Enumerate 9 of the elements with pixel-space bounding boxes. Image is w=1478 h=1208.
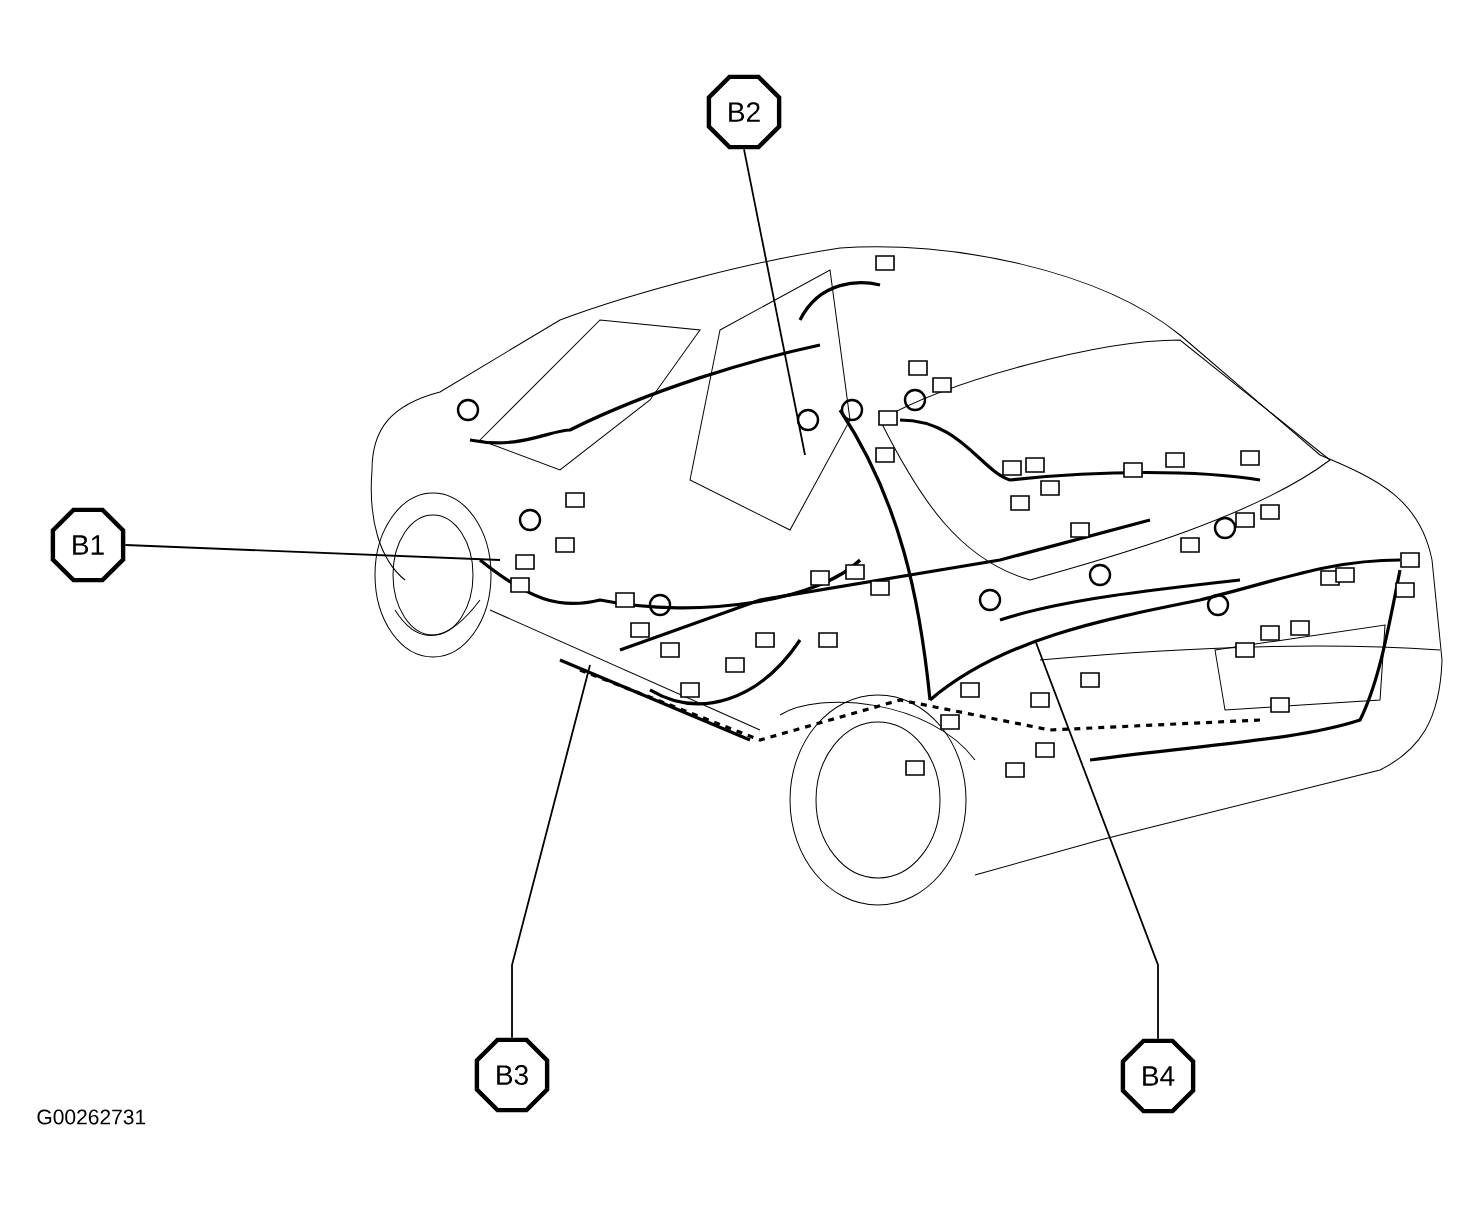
callout-octagon: B4 bbox=[1120, 1038, 1196, 1114]
callout-octagon: B3 bbox=[474, 1037, 550, 1113]
leader-line bbox=[1034, 639, 1159, 1040]
callout-octagon: B2 bbox=[706, 74, 782, 150]
leader-line bbox=[743, 148, 806, 456]
callout-octagon: B1 bbox=[50, 507, 126, 583]
leader-line bbox=[124, 544, 501, 561]
figure-code: G00262731 bbox=[37, 1109, 146, 1125]
leader-line bbox=[511, 664, 591, 1039]
